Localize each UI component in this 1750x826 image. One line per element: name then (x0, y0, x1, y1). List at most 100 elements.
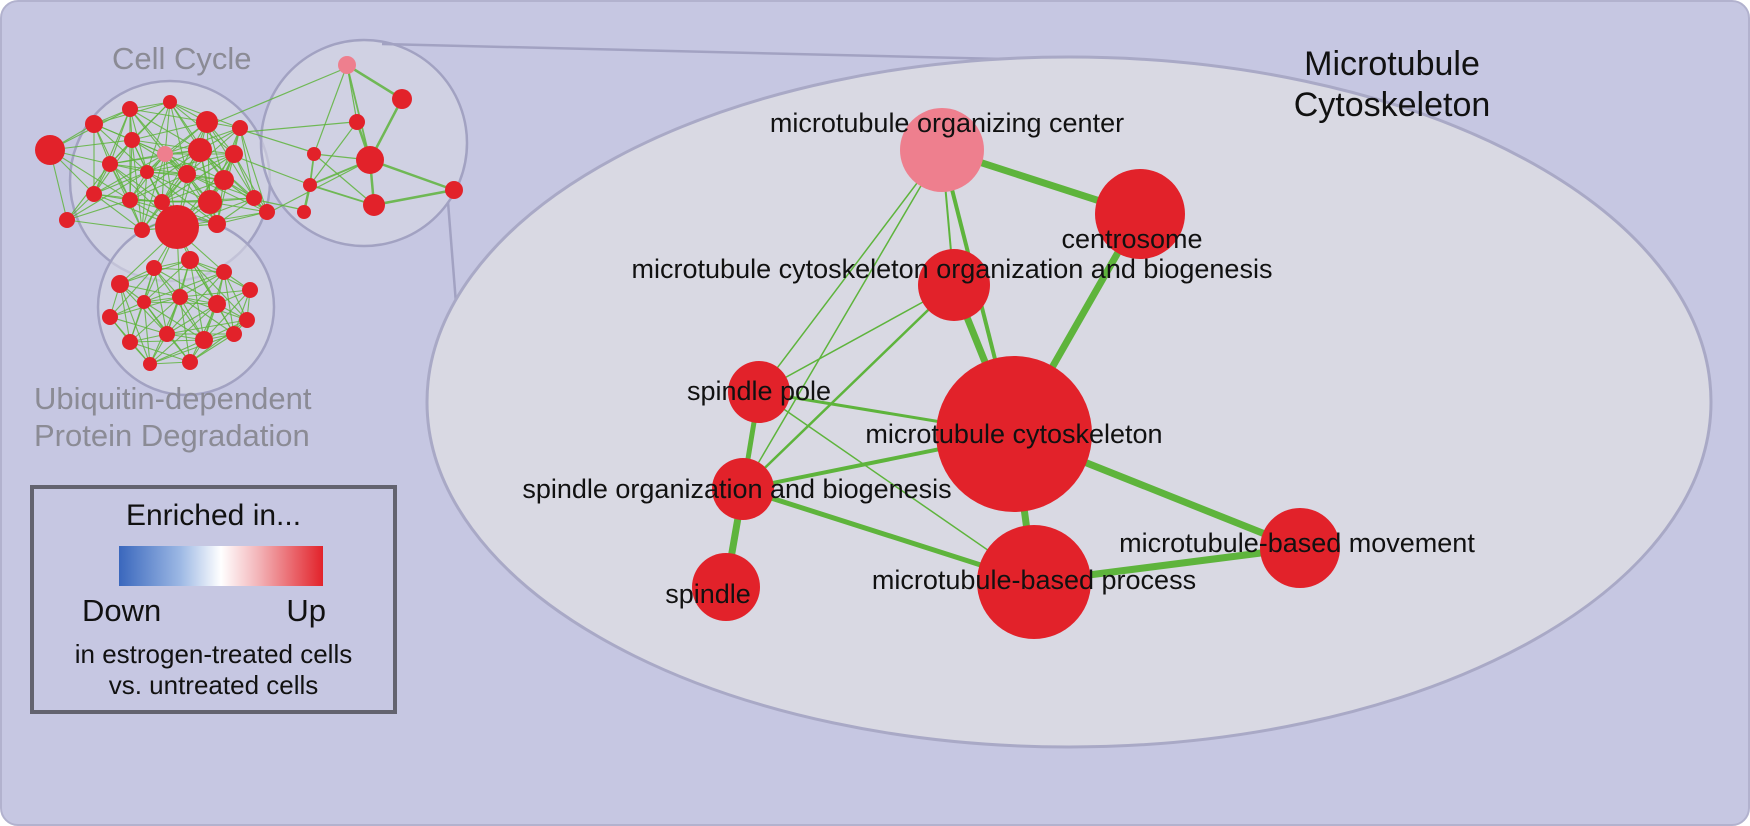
overview-node (356, 146, 384, 174)
legend-caption-line2: vs. untreated cells (108, 670, 319, 700)
overview-node (172, 289, 188, 305)
overview-edge (129, 139, 133, 201)
overview-edge (66, 199, 131, 221)
overview-edge (233, 153, 268, 213)
overview-node (181, 251, 199, 269)
overview-node (85, 115, 103, 133)
main-edge-mcob-spindle_pole (758, 284, 955, 393)
overview-node (307, 147, 321, 161)
overview-node (198, 190, 222, 214)
overview-node (159, 326, 175, 342)
overview-node (134, 222, 150, 238)
legend-up-label: Up (286, 593, 326, 628)
node-moc (900, 108, 984, 192)
overview-edge (179, 296, 235, 335)
overview-edge (129, 341, 191, 363)
overview-node (178, 165, 196, 183)
overview-node (303, 178, 317, 192)
overview-node (143, 357, 157, 371)
overview-node (102, 309, 118, 325)
overview-node (155, 205, 199, 249)
cluster-label-microtubule-line2: Cytoskeleton (1293, 86, 1491, 124)
overview-edge (313, 64, 348, 155)
overview-edge (161, 153, 166, 203)
overview-edge (129, 108, 201, 151)
overview-edge (239, 127, 268, 213)
overview-edge (166, 303, 218, 335)
overview-edge (179, 271, 225, 298)
overview-node (445, 181, 463, 199)
overview-edge (129, 149, 201, 201)
overview-edge (93, 153, 166, 195)
overview-edge (129, 296, 181, 343)
overview-edge (373, 188, 455, 207)
node-mcob (918, 249, 990, 321)
overview-edge (109, 316, 168, 335)
cluster-label-microtubule-line1: Microtubule (1304, 45, 1480, 83)
overview-edge (143, 301, 151, 365)
overview-node (182, 354, 198, 370)
overview-node (208, 215, 226, 233)
overview-edge (131, 139, 143, 231)
overview-node (225, 145, 243, 163)
overview-node (195, 331, 213, 349)
overview-edge (49, 149, 131, 201)
overview-edge (143, 259, 191, 303)
overview-edge (369, 158, 455, 192)
overview-edge (129, 173, 188, 201)
overview-node (124, 132, 140, 148)
overview-edge (313, 153, 375, 206)
legend-caption: in estrogen-treated cells vs. untreated … (34, 639, 393, 701)
node-label-mbm: microtubule-based movement (1119, 528, 1475, 558)
overview-edge (346, 63, 403, 101)
overview-node (338, 56, 356, 74)
node-label-spindle: spindle (665, 579, 751, 609)
overview-edge (203, 289, 251, 341)
legend-gradient-bar (119, 546, 323, 586)
overview-edge (186, 127, 241, 175)
node-label-mbp: microtubule-based process (872, 565, 1196, 595)
overview-edge (143, 271, 225, 303)
node-label-mcob: microtubule cytoskeleton organization an… (632, 254, 1273, 284)
overview-edge (309, 121, 358, 186)
node-label-spindle_pole: spindle pole (687, 376, 831, 406)
overview-edge (93, 108, 131, 195)
overview-edge (131, 121, 208, 141)
overview-edge (93, 193, 143, 231)
overview-node (111, 275, 129, 293)
node-label-centrosome: centrosome (1061, 224, 1202, 254)
overview-node (214, 170, 234, 190)
overview-edge (206, 121, 211, 203)
overview-edge (166, 319, 248, 335)
overview-node (363, 194, 385, 216)
overview-cross-edge (211, 67, 347, 125)
main-edge-moc-spindle_pole (758, 149, 943, 393)
overview-node (157, 146, 173, 162)
overview-node (349, 114, 365, 130)
cluster-label-ubiquitin: Ubiquitin-dependent Protein Degradation (34, 380, 312, 454)
node-mbp (977, 525, 1091, 639)
overview-node (35, 135, 65, 165)
overview-node (154, 194, 170, 210)
overview-edge (119, 283, 181, 298)
main-edge-mcob-spindle_org (742, 284, 955, 490)
node-mbm (1260, 508, 1340, 588)
legend-caption-line1: in estrogen-treated cells (74, 639, 353, 669)
overview-nodes (35, 56, 463, 371)
overview-edge (153, 267, 168, 335)
overview-cross-edge (243, 121, 355, 133)
overview-cross-edge (269, 159, 371, 213)
overview-edge (146, 101, 171, 173)
overview-edge (66, 219, 143, 231)
overview-edge (149, 333, 235, 365)
overview-edge (179, 289, 251, 298)
overview-node (122, 334, 138, 350)
legend-down-label: Down (82, 593, 162, 628)
overview-edge (189, 333, 235, 363)
overview-edge (109, 267, 155, 318)
overview-edge (146, 153, 235, 173)
overview-edge (93, 171, 148, 195)
overview-node (232, 120, 248, 136)
overview-edge (93, 123, 148, 173)
